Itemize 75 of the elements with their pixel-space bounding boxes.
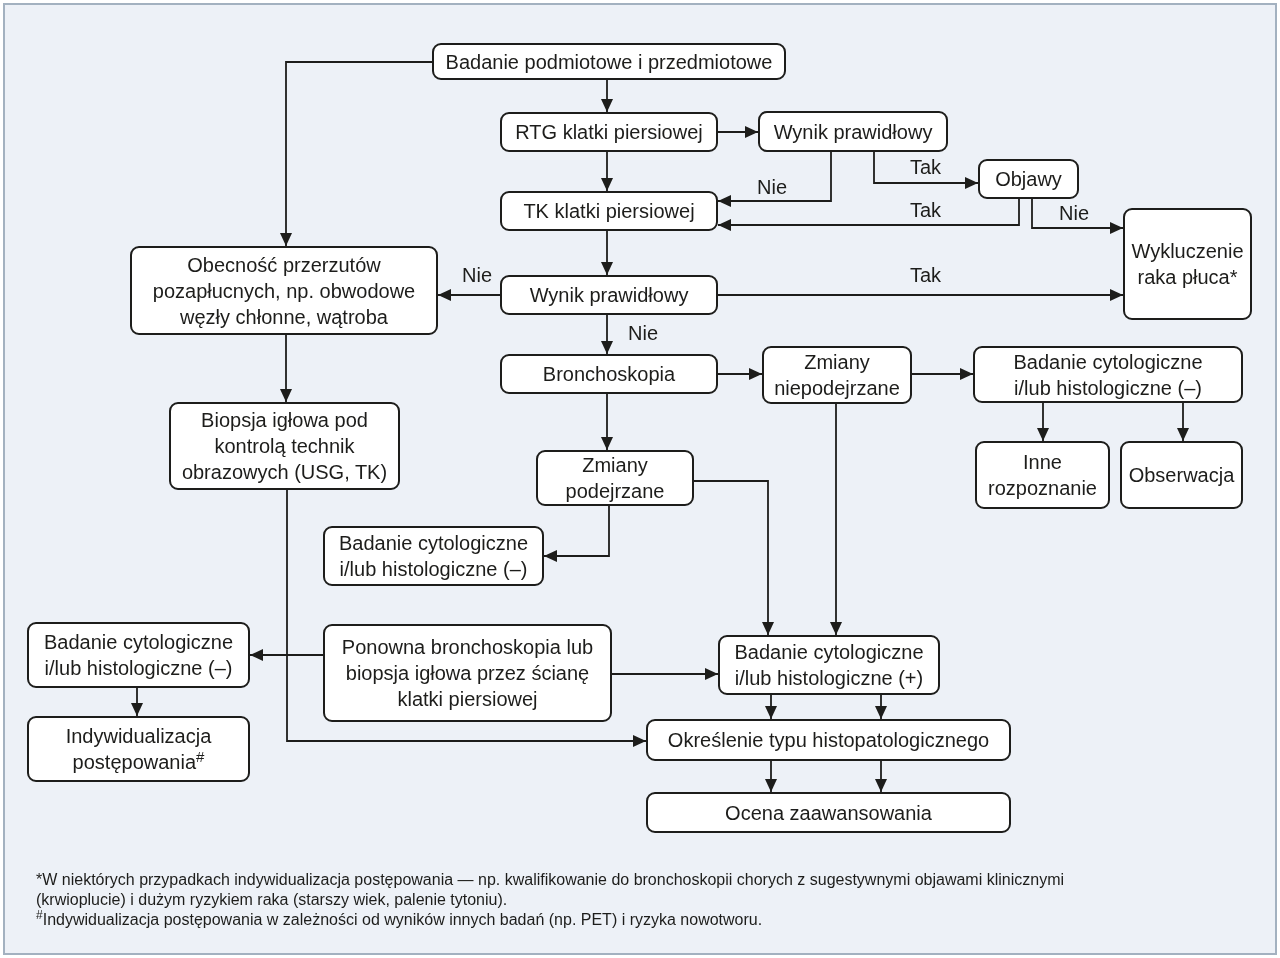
node-text: Bronchoskopia xyxy=(542,362,676,387)
arrow xyxy=(601,314,613,355)
process-box xyxy=(500,112,718,152)
process-box xyxy=(536,450,694,506)
footnote: *W niektórych przypadkach indywidualizacja postępowania — np. kwalifikowanie do bronchoskopii chorych z sugestywnymi objawami klinicznymi (krwioplucie) i dużym ryzykiem raka (starszy wiek, palenie tytoniu). xyxy=(36,870,1066,910)
node-text: Inne rozpoznanie xyxy=(987,450,1098,501)
node-text: TK klatki piersiowej xyxy=(523,199,695,224)
arrow xyxy=(873,151,979,189)
node-text: Obecność przerzutów pozapłucnych, np. obwodowe węzły chłonne, wątroba xyxy=(151,252,417,330)
node-text: Badanie podmiotowe i przedmiotowe xyxy=(445,49,773,75)
node-text: Badanie cytologiczne i/lub histologiczne (–) xyxy=(43,630,234,681)
arrow xyxy=(717,151,832,207)
arrow xyxy=(1037,402,1049,442)
arrow xyxy=(601,151,613,192)
arrow xyxy=(717,126,759,138)
process-box xyxy=(646,719,1011,761)
process-box xyxy=(169,402,400,490)
arrow xyxy=(717,289,1124,301)
arrow xyxy=(280,61,433,247)
node-text: Badanie cytologiczne i/lub histologiczne (+) xyxy=(733,640,925,691)
arrow xyxy=(693,480,774,636)
arrow xyxy=(286,489,647,747)
arrow xyxy=(601,79,613,113)
arrow xyxy=(765,760,777,793)
node-text: Wynik prawidłowy xyxy=(773,119,933,145)
arrow xyxy=(717,198,1020,231)
arrow xyxy=(875,694,887,720)
process-box xyxy=(500,354,718,394)
node-text: Zmiany podejrzane xyxy=(564,453,666,504)
arrow xyxy=(543,505,610,562)
process-box xyxy=(1123,208,1252,320)
node-text: Badanie cytologiczne i/lub histologiczne (–) xyxy=(338,531,529,582)
process-box xyxy=(762,346,912,404)
node-text: Wynik prawidłowy xyxy=(529,283,689,308)
process-box xyxy=(973,346,1243,403)
node-text: Wykluczenie raka płuca* xyxy=(1130,239,1245,290)
process-box xyxy=(500,191,718,231)
node-text: Badanie cytologiczne i/lub histologiczne (–) xyxy=(1012,349,1204,401)
arrow xyxy=(601,393,613,451)
node-text: Określenie typu histopatologicznego xyxy=(667,728,990,753)
footnote: $^{#}$Indywidualizacja postępowania w zależności od wyników innych badań (np. PET) i ryzyka nowotworu. xyxy=(36,910,764,930)
node-text: Zmiany niepodejrzane xyxy=(773,350,901,401)
process-box xyxy=(1120,441,1243,509)
process-box xyxy=(27,716,250,782)
process-box xyxy=(646,792,1011,833)
process-box xyxy=(975,441,1110,509)
node-text: Ponowna bronchoskopia lub biopsja igłowa przez ścianę klatki piersiowej xyxy=(340,635,595,712)
node-text: Obserwacja xyxy=(1128,463,1235,488)
node-text: RTG klatki piersiowej xyxy=(515,120,703,145)
arrow xyxy=(1031,198,1124,234)
arrow xyxy=(830,403,842,636)
arrow xyxy=(601,230,613,276)
arrow xyxy=(911,368,974,380)
arrow xyxy=(249,649,324,661)
arrow xyxy=(717,368,763,380)
node-text: Objawy xyxy=(995,167,1062,192)
process-box xyxy=(758,111,948,152)
arrow xyxy=(611,668,719,680)
process-box xyxy=(27,622,250,688)
process-box xyxy=(323,624,612,722)
process-box xyxy=(130,246,438,335)
arrow xyxy=(765,694,777,720)
arrow xyxy=(280,334,292,403)
process-box xyxy=(432,43,786,80)
node-text: Indywidualizacja postępowania$^{#}$ xyxy=(64,724,213,775)
arrow xyxy=(437,289,501,301)
arrow xyxy=(875,760,887,793)
process-box xyxy=(500,275,718,315)
node-text: Biopsja igłowa pod kontrolą technik obrazowych (USG, TK) xyxy=(180,408,389,485)
process-box xyxy=(978,159,1079,199)
process-box xyxy=(718,635,940,695)
arrow xyxy=(1177,402,1189,442)
arrow xyxy=(131,687,143,717)
node-text: Ocena zaawansowania xyxy=(725,800,932,826)
process-box xyxy=(323,526,544,586)
